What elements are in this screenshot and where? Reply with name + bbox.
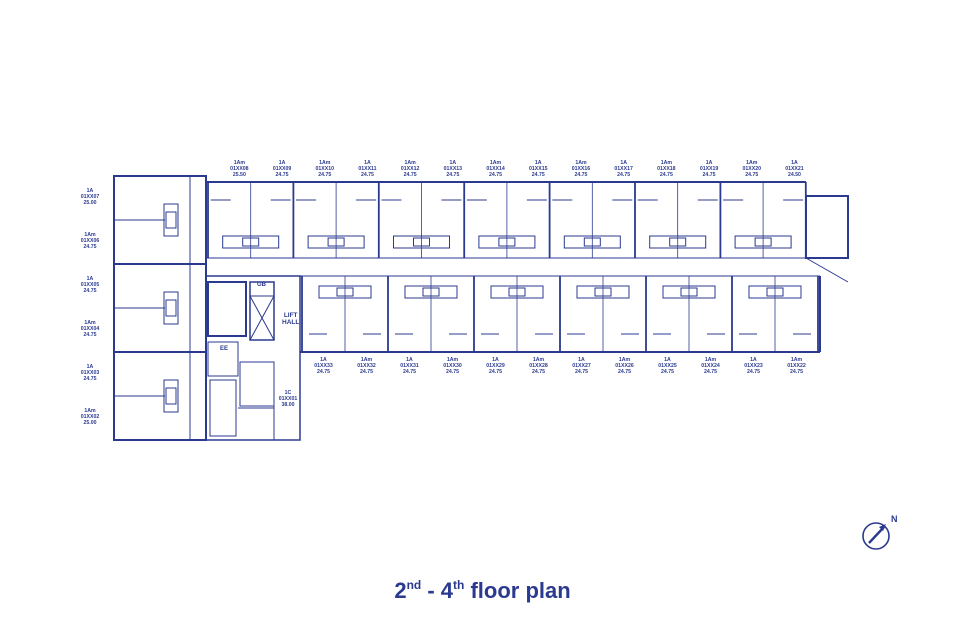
fixture <box>327 237 345 247</box>
fixture <box>754 237 772 247</box>
bathroom-pair-west <box>163 203 179 237</box>
fixture <box>413 237 430 247</box>
unit-label-1c: 1C 01XX01 38.00 <box>278 390 298 408</box>
bathroom-pair-west <box>163 379 179 413</box>
fixture <box>669 237 687 247</box>
bathroom-pair-north <box>649 235 707 249</box>
bathroom-pair-north <box>307 235 365 249</box>
bathroom-pair-north <box>734 235 792 249</box>
bathroom-pair-south <box>318 285 372 299</box>
bathroom-pair-south <box>490 285 544 299</box>
bathroom-pair-north <box>393 235 450 249</box>
fixture <box>680 287 698 297</box>
core-outline <box>205 275 301 441</box>
fixture <box>766 287 784 297</box>
bathroom-pair-north <box>563 235 621 249</box>
stair-east <box>805 195 849 259</box>
lift-shaft <box>249 281 275 341</box>
bathroom-pair-north <box>222 235 280 249</box>
bathroom-pair-south <box>576 285 630 299</box>
stair-west <box>207 281 247 337</box>
bathroom-pair-south <box>662 285 716 299</box>
ee-label: EE <box>220 346 229 352</box>
lift-hall-label: LIFT HALL <box>282 312 300 326</box>
page-title: 2nd - 4th floor plan <box>394 578 571 603</box>
bathroom-pair-south <box>404 285 458 299</box>
bathroom-pair-south <box>748 285 802 299</box>
fixture <box>594 287 612 297</box>
north-arrow: N <box>860 514 904 559</box>
compass-icon <box>862 522 890 550</box>
fixture <box>242 237 260 247</box>
fixture <box>498 237 516 247</box>
bathroom-pair-west <box>163 291 179 325</box>
gb-label: GB <box>257 282 266 288</box>
fixture <box>165 299 177 317</box>
compass-letter: N <box>891 514 898 524</box>
fixture <box>336 287 354 297</box>
fixture <box>165 211 177 229</box>
fixture <box>422 287 440 297</box>
fixture <box>165 387 177 405</box>
fixture <box>583 237 601 247</box>
bathroom-pair-north <box>478 235 536 249</box>
fixture <box>508 287 526 297</box>
